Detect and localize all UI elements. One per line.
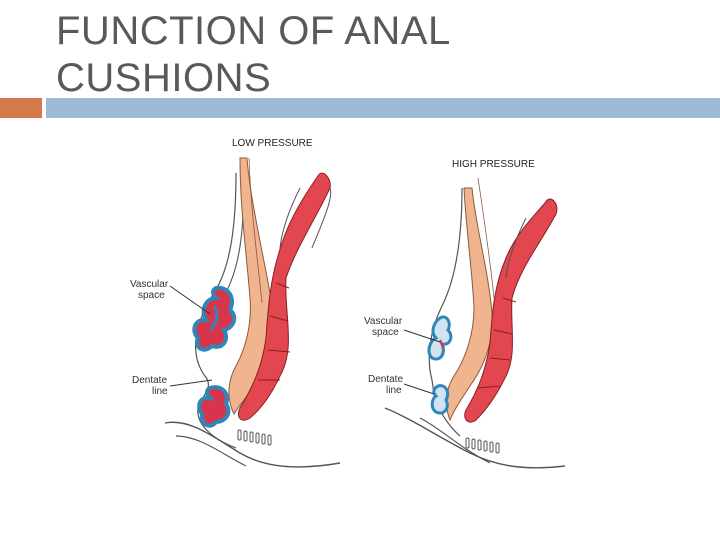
left-panel-illustration [164, 157, 341, 468]
right-panel-heading: HIGH PRESSURE [452, 159, 535, 170]
left-vascular-label-line2: space [138, 290, 165, 301]
right-vascular-label-line1: Vascular [364, 316, 403, 327]
right-dentate-label-line1: Dentate [368, 374, 404, 385]
right-vascular-label-line2: space [372, 327, 399, 338]
accent-bar-orange [0, 98, 42, 118]
slide-title: FUNCTION OF ANAL CUSHIONS [56, 9, 450, 100]
left-panel-heading: LOW PRESSURE [232, 138, 313, 149]
left-dentate-label-line2: line [152, 386, 168, 397]
left-vascular-label-line1: Vascular [130, 279, 169, 290]
accent-bar-blue [46, 98, 720, 118]
right-dentate-label-line2: line [386, 385, 402, 396]
diagram-svg [164, 157, 566, 469]
left-dentate-label-line1: Dentate [132, 375, 168, 386]
right-panel-illustration [384, 177, 566, 469]
anal-cushion-diagram: LOW PRESSURE Vascular space Dentate line… [0, 118, 720, 540]
